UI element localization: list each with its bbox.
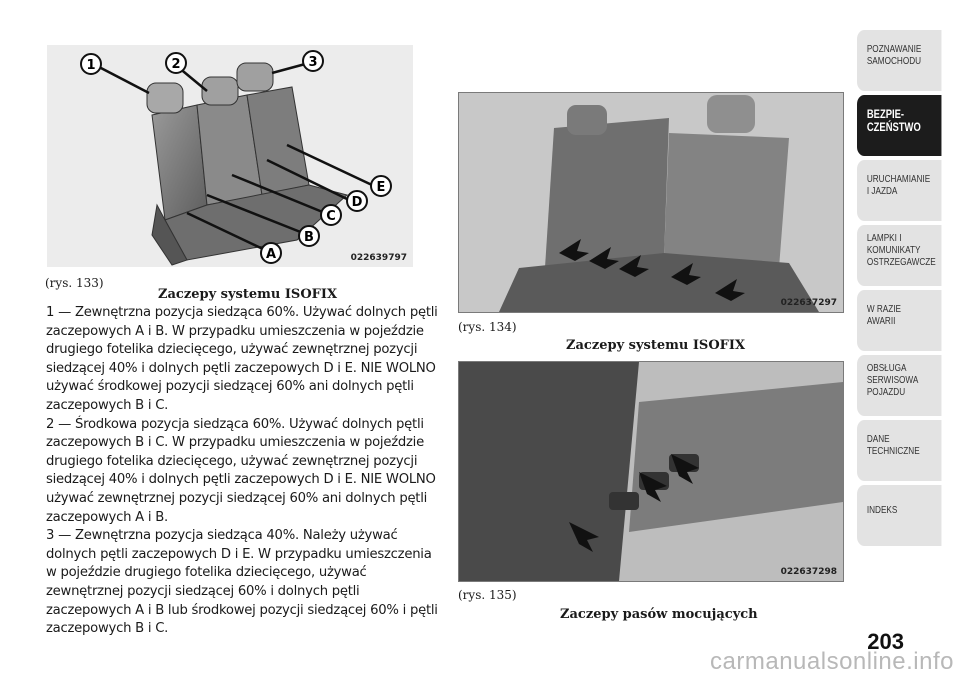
tab-label: KOMUNIKATY	[866, 245, 921, 256]
callout-2: 2	[171, 57, 180, 72]
tab-label: BEZPIE-	[866, 109, 905, 121]
section-tabs: POZNAWANIE SAMOCHODU BEZPIE- CZEŃSTWO UR…	[857, 30, 960, 550]
seat-photo	[459, 93, 843, 312]
tab-label: LAMPKI I	[866, 233, 902, 244]
tab-label: INDEKS	[866, 505, 898, 516]
tab-indeks[interactable]: INDEKS	[857, 485, 942, 546]
figure-caption-133: Zaczepy systemu ISOFIX	[158, 287, 338, 302]
callout-3: 3	[308, 55, 317, 70]
tab-label: CZEŃSTWO	[866, 122, 921, 134]
seat-illustration: 1 2 3 A B C D E	[80, 50, 392, 266]
callout-e: E	[377, 180, 386, 195]
figure-ref-134: (rys. 134)	[458, 320, 517, 334]
tab-label: POJAZDU	[866, 387, 906, 398]
figure-135-tether-anchors: 022637298	[458, 361, 844, 582]
tab-poznawanie-samochodu[interactable]: POZNAWANIE SAMOCHODU	[857, 30, 942, 91]
watermark: carmanualsonline.info	[710, 648, 954, 675]
tab-w-razie-awarii[interactable]: W RAZIE AWARII	[857, 290, 942, 351]
tab-label: OSTRZEGAWCZE	[866, 257, 936, 268]
tab-label: OBSŁUGA	[866, 363, 907, 374]
figure-caption-134: Zaczepy systemu ISOFIX	[566, 338, 746, 353]
figure-ref-133: (rys. 133)	[45, 276, 104, 290]
tab-label: AWARII	[866, 316, 896, 327]
callout-c: C	[326, 209, 336, 224]
anchor-photo	[459, 362, 843, 581]
tab-uruchamianie-i-jazda[interactable]: URUCHAMIANIE I JAZDA	[857, 160, 942, 221]
figure-code: 022637297	[780, 298, 837, 308]
figure-ref-135: (rys. 135)	[458, 588, 517, 602]
tab-label: SERWISOWA	[866, 375, 919, 386]
tab-label: TECHNICZNE	[866, 446, 920, 457]
figure-caption-135: Zaczepy pasów mocujących	[560, 607, 758, 622]
figure-133-isofix-seats: 1 2 3 A B C D E 022639797	[47, 45, 413, 267]
tab-label: SAMOCHODU	[866, 56, 922, 67]
body-text: 1 — Zewnętrzna pozycja siedząca 60%. Uży…	[46, 304, 446, 639]
paragraph-position-1: 1 — Zewnętrzna pozycja siedząca 60%. Uży…	[46, 305, 438, 413]
callout-d: D	[352, 195, 363, 210]
tab-bezpieczenstwo[interactable]: BEZPIE- CZEŃSTWO	[857, 95, 942, 156]
callout-b: B	[304, 230, 314, 245]
callout-a: A	[266, 247, 276, 262]
callout-1: 1	[86, 58, 95, 73]
figure-code: 022637298	[780, 567, 837, 577]
tab-lampki-i-komunikaty[interactable]: LAMPKI I KOMUNIKATY OSTRZEGAWCZE	[857, 225, 942, 286]
tab-dane-techniczne[interactable]: DANE TECHNICZNE	[857, 420, 942, 481]
figure-code: 022639797	[350, 253, 407, 263]
tab-label: URUCHAMIANIE	[866, 174, 931, 185]
tab-label: I JAZDA	[866, 186, 898, 197]
tab-label: POZNAWANIE	[866, 44, 922, 55]
tab-label: W RAZIE	[866, 304, 902, 315]
paragraph-position-3: 3 — Zewnętrzna pozycja siedząca 40%. Nal…	[46, 528, 438, 637]
page-number: 203	[867, 629, 904, 654]
tab-obsluga-serwisowa[interactable]: OBSŁUGA SERWISOWA POJAZDU	[857, 355, 942, 416]
figure-134-isofix-photo: 022637297	[458, 92, 844, 313]
tab-label: DANE	[866, 434, 890, 445]
paragraph-position-2: 2 — Środkowa pozycja siedząca 60%. Używa…	[46, 416, 436, 525]
